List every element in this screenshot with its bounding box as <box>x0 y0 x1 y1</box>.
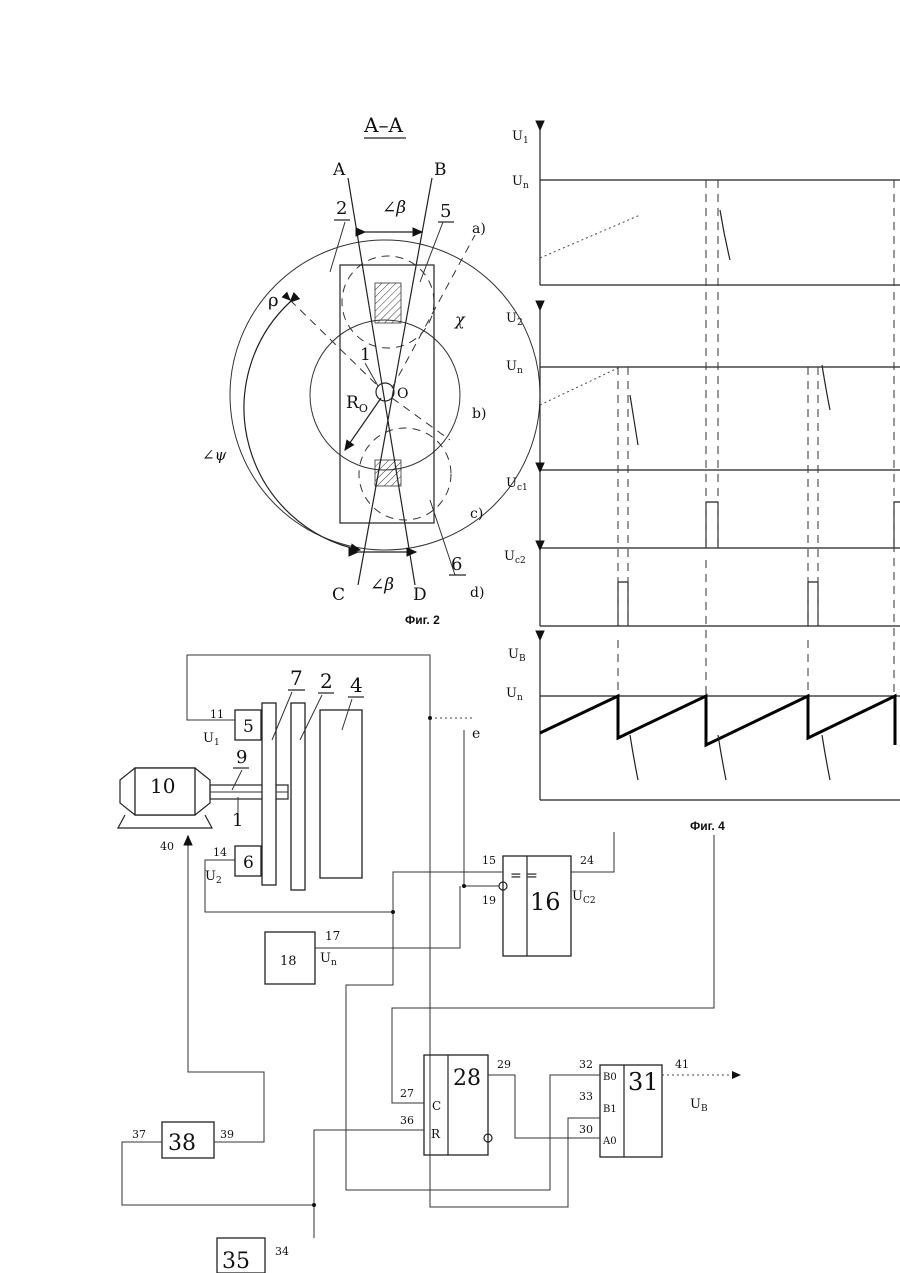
u2-label: U2 <box>506 311 523 328</box>
svg-text:32: 32 <box>579 1058 593 1071</box>
svg-text:24: 24 <box>580 854 594 867</box>
num-9: 9 <box>236 747 247 768</box>
svg-text:39: 39 <box>220 1128 234 1141</box>
u2-un-label: Un <box>506 359 523 376</box>
sch-u1: U1 <box>203 731 220 748</box>
svg-text:11: 11 <box>210 708 224 721</box>
wiring: e 40 15 <box>0 0 714 1238</box>
svg-text:17: 17 <box>325 929 340 943</box>
uc1-label: Uc1 <box>506 476 528 493</box>
svg-text:41: 41 <box>675 1058 689 1071</box>
svg-text:B1: B1 <box>603 1104 617 1115</box>
sch-un: Un <box>320 951 337 968</box>
radius-b <box>392 398 450 440</box>
svg-text:6: 6 <box>243 853 254 873</box>
block-schematic: 10 9 1 7 2 4 5 6 11 U1 14 U2 = = <box>0 0 740 1273</box>
svg-text:30: 30 <box>579 1123 593 1136</box>
num-6: 6 <box>451 554 462 575</box>
angle-beta-top: ∠β <box>382 198 406 218</box>
svg-text:31: 31 <box>628 1068 659 1096</box>
disk-7 <box>262 703 276 885</box>
u1-un-label: Un <box>512 174 529 191</box>
label-b: B <box>434 160 447 180</box>
svg-text:14: 14 <box>213 846 227 859</box>
ub-un-label: Un <box>506 686 523 703</box>
line-a-d <box>348 178 415 585</box>
shaft-circle <box>376 383 394 401</box>
pos-b: b) <box>472 406 486 422</box>
disk-2 <box>291 703 305 890</box>
pos-a: a) <box>472 221 486 237</box>
fig4-caption: Фиг. 4 <box>690 819 725 833</box>
center-o-label: O <box>397 386 408 402</box>
svg-text:27: 27 <box>400 1087 414 1100</box>
angle-psi: ∠ψ <box>202 446 227 464</box>
svg-text:C: C <box>432 1099 441 1113</box>
svg-text:36: 36 <box>400 1114 414 1127</box>
ub-label: UB <box>508 647 526 664</box>
svg-text:16: 16 <box>530 888 561 916</box>
sch-uc2: UC2 <box>572 889 596 906</box>
label-c: C <box>332 585 345 605</box>
chi-label: χ <box>454 310 466 329</box>
rho-radius <box>290 300 380 388</box>
angle-beta-bottom: ∠β <box>370 575 394 595</box>
label-d: D <box>413 585 427 605</box>
pos-d: d) <box>470 585 484 601</box>
svg-text:38: 38 <box>168 1131 196 1156</box>
sch-u2: U2 <box>205 869 222 886</box>
num-5: 5 <box>440 201 451 222</box>
rho-label: ρ <box>268 290 279 311</box>
figure-2: A–A A B C D ∠β ∠β <box>202 113 540 627</box>
section-label: A–A <box>363 113 403 137</box>
svg-text:34: 34 <box>275 1245 289 1258</box>
svg-text:5: 5 <box>243 717 254 737</box>
svg-text:B0: B0 <box>603 1072 617 1083</box>
svg-text:29: 29 <box>497 1058 511 1071</box>
figure-4-timing: U1 Un U2 Un Uc1 Uc2 UB Un <box>504 129 900 833</box>
label-a: A <box>332 160 346 180</box>
svg-text:= =: = = <box>510 868 538 884</box>
fig2-caption: Фиг. 2 <box>405 613 440 627</box>
svg-text:35: 35 <box>222 1249 250 1273</box>
num-2-sch: 2 <box>320 669 333 693</box>
num-1: 1 <box>360 345 371 365</box>
svg-text:15: 15 <box>482 854 496 867</box>
u1-label: U1 <box>512 129 529 146</box>
window-top <box>375 283 401 323</box>
angle-psi-arc <box>244 302 360 550</box>
num-4: 4 <box>350 673 363 697</box>
ub-sawtooth <box>540 696 895 745</box>
svg-text:R: R <box>431 1127 441 1141</box>
num-7: 7 <box>290 666 303 690</box>
num-2: 2 <box>336 198 347 219</box>
svg-text:40: 40 <box>160 840 174 853</box>
pos-c: c) <box>470 506 483 522</box>
r0-label: RO <box>346 393 368 415</box>
svg-text:33: 33 <box>579 1090 593 1103</box>
svg-text:19: 19 <box>482 894 496 907</box>
svg-text:18: 18 <box>280 954 297 969</box>
sch-ub: UB <box>690 1097 708 1114</box>
uc2-label: Uc2 <box>504 549 526 566</box>
svg-text:10: 10 <box>150 774 175 798</box>
motor-10: 10 <box>118 768 212 828</box>
block-4 <box>320 710 362 878</box>
svg-text:A0: A0 <box>602 1136 617 1147</box>
sch-e: e <box>472 726 480 742</box>
disk-inner <box>310 320 460 470</box>
num-1-sch: 1 <box>232 810 243 831</box>
svg-text:28: 28 <box>453 1066 481 1091</box>
svg-text:37: 37 <box>132 1128 146 1141</box>
